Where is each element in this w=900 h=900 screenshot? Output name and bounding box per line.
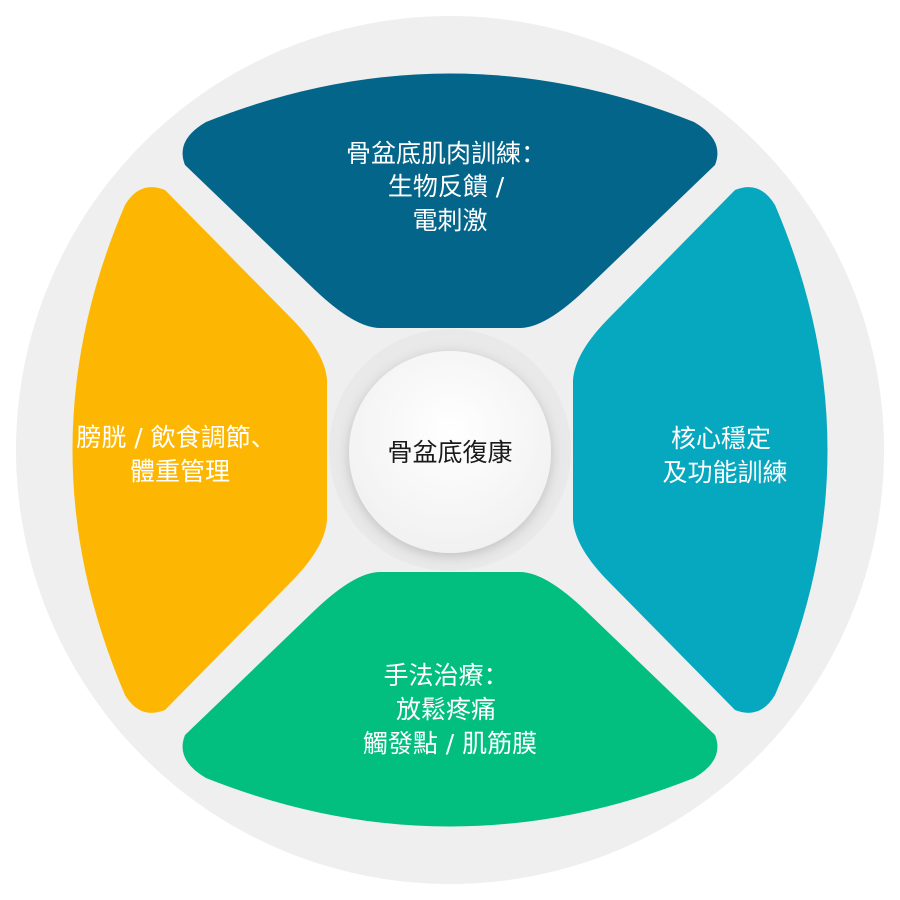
segment-bottom-line-3: 觸發點 / 肌筋膜: [363, 729, 537, 758]
segment-right-line-1: 核心穩定: [671, 424, 771, 453]
segment-bottom-line-1: 手法治療：: [384, 661, 509, 690]
segment-top-label: 骨盆底肌肉訓練： 生物反饋 / 電刺激: [346, 139, 554, 235]
center-circle: [349, 351, 551, 553]
segment-bottom-line-2: 放鬆疼痛: [396, 695, 496, 724]
segment-right-label: 核心穩定 及功能訓練: [662, 424, 787, 487]
segment-left-label: 膀胱 / 飲食調節、 體重管理: [76, 423, 283, 486]
segment-right-line-2: 及功能訓練: [662, 458, 787, 487]
segment-left-line-2: 體重管理: [130, 457, 230, 486]
segment-top-line-2: 生物反饋 /: [388, 172, 505, 201]
segment-left: [72, 187, 327, 713]
segment-top: [182, 73, 718, 328]
segment-top-line-1: 骨盆底肌肉訓練：: [346, 139, 546, 168]
segment-right: [573, 187, 828, 713]
segment-left-line-1: 膀胱 / 飲食調節、: [76, 423, 275, 452]
segment-top-line-3: 電刺激: [412, 206, 487, 235]
segment-bottom-label: 手法治療： 放鬆疼痛 觸發點 / 肌筋膜: [363, 661, 537, 758]
segment-bottom: [182, 572, 718, 827]
center-label: 骨盆底復康: [387, 438, 512, 467]
